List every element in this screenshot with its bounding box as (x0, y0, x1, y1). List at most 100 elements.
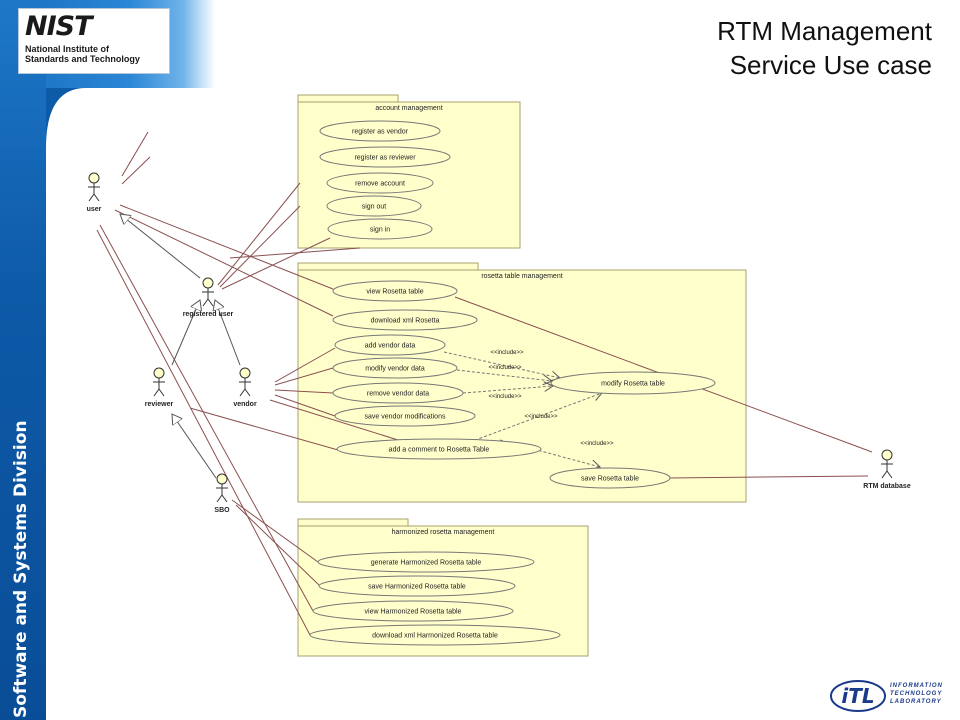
actor-label: reviewer (145, 401, 174, 408)
slide-title: RTM Management Service Use case (717, 14, 932, 82)
generalization-arrow (215, 300, 241, 366)
include-remove-vendor-label: <<include>> (488, 394, 522, 400)
actor-sbo: SBO (214, 473, 230, 514)
usecase-sign_in (327, 218, 433, 240)
actor-leg (886, 470, 893, 479)
actor-label: vendor (233, 401, 257, 408)
usecase-label: modify Rosetta table (601, 381, 665, 388)
association-line (235, 504, 321, 587)
usecase-label: download xml Rosetta (371, 318, 440, 325)
usecase-label: save Rosetta table (581, 476, 639, 483)
side-bar-curve (46, 88, 86, 148)
actor-leg (158, 388, 165, 397)
usecase-add_comment (336, 438, 542, 460)
usecase-save_rosetta (549, 467, 671, 489)
association-line (274, 389, 334, 394)
usecase-label: add vendor data (365, 343, 416, 350)
usecase-remove_vendor (332, 382, 464, 404)
usecase-view_harm (312, 600, 514, 622)
actor-leg (239, 388, 246, 397)
generalization-arrow (172, 414, 217, 479)
nist-logo-line1: National Institute of (25, 44, 109, 54)
usecase-download_harm (309, 624, 561, 646)
itl-logo-line3: LABORATORY (890, 699, 942, 705)
itl-logo-mark: iTL (830, 680, 886, 712)
association-line (231, 499, 319, 563)
usecase-label: register as vendor (352, 129, 409, 136)
usecase-label: view Rosetta table (366, 289, 423, 296)
actor-head (153, 367, 165, 379)
usecase-label: modify vendor data (365, 366, 425, 373)
actor-head (216, 473, 228, 485)
association-line (269, 399, 399, 441)
usecase-label: sign out (362, 204, 387, 211)
usecase-reg_reviewer (319, 146, 451, 168)
itl-logo-line2: TECHNOLOGY (890, 691, 943, 697)
usecase-label: register as reviewer (354, 155, 416, 162)
slide-title-line2: Service Use case (729, 50, 932, 80)
usecase-reg_vendor (319, 120, 441, 142)
package-tab (297, 518, 409, 527)
generalization-arrow (120, 214, 201, 279)
association-line (96, 229, 311, 636)
include-modify-vendor-label: <<include>> (488, 365, 522, 371)
actor-vendor: vendor (233, 367, 257, 408)
include-remove-vendor (462, 386, 553, 394)
include-comment-save-label: <<include>> (580, 441, 614, 447)
association-line (121, 131, 149, 177)
usecase-label: view Harmonized Rosetta table (365, 609, 462, 616)
actor-head (88, 172, 100, 184)
association-line (274, 347, 336, 383)
side-bar (0, 0, 46, 720)
usecase-label: generate Harmonized Rosetta table (371, 560, 482, 567)
actor-leg (244, 388, 251, 397)
usecase-save_harm (318, 575, 516, 597)
actor-leg (93, 193, 100, 202)
actor-label: RTM database (863, 483, 911, 490)
usecase-save_vendor (334, 405, 476, 427)
usecase-gen_harm (317, 551, 535, 573)
usecase-label: save vendor modifications (365, 414, 446, 421)
itl-logo: iTL INFORMATION TECHNOLOGY LABORATORY (830, 678, 950, 714)
usecase-label: add a comment to Rosetta Table (389, 447, 490, 454)
usecase-label: save Harmonized Rosetta table (368, 584, 466, 591)
itl-logo-mark-text: iTL (841, 684, 874, 708)
association-line (217, 182, 301, 286)
actor-leg (202, 298, 209, 307)
usecase-label: sign in (370, 227, 390, 234)
package-label: harmonized rosetta management (392, 529, 495, 536)
usecase-download_xml (332, 309, 478, 331)
nist-logo: NIST National Institute of Standards and… (18, 8, 170, 74)
usecase-modify_vendor (332, 357, 458, 379)
nist-logo-text: National Institute of Standards and Tech… (25, 44, 140, 64)
usecase-label: download xml Harmonized Rosetta table (372, 633, 498, 640)
actor-rtm_db: RTM database (863, 449, 911, 490)
usecase-remove_account (326, 172, 434, 194)
usecase-sign_out (326, 195, 422, 217)
actor-leg (881, 470, 888, 479)
nist-logo-line2: Standards and Technology (25, 54, 140, 64)
actor-head (881, 449, 893, 461)
usecase-view_rosetta (332, 280, 458, 302)
actor-leg (221, 494, 228, 503)
actor-head (202, 277, 214, 289)
association-line (114, 209, 334, 317)
association-line (189, 407, 339, 451)
package-label: rosetta table management (481, 273, 562, 280)
itl-logo-text: INFORMATION TECHNOLOGY LABORATORY (890, 682, 943, 706)
association-line (229, 247, 361, 259)
actor-user: user (87, 172, 102, 213)
usecase-label: remove vendor data (367, 391, 429, 398)
actor-label: user (87, 206, 102, 213)
actor-registered_user: registered user (183, 277, 234, 318)
usecase-add_vendor (334, 334, 446, 356)
actor-leg (207, 298, 214, 307)
association-line (119, 204, 334, 290)
package-tab (297, 94, 399, 103)
include-add-vendor-label: <<include>> (490, 350, 524, 356)
usecase-modify_rosetta (550, 371, 716, 395)
usecase-label: remove account (355, 181, 405, 188)
actor-reviewer: reviewer (145, 367, 174, 408)
association-line (99, 224, 314, 612)
slide-title-line1: RTM Management (717, 16, 932, 46)
